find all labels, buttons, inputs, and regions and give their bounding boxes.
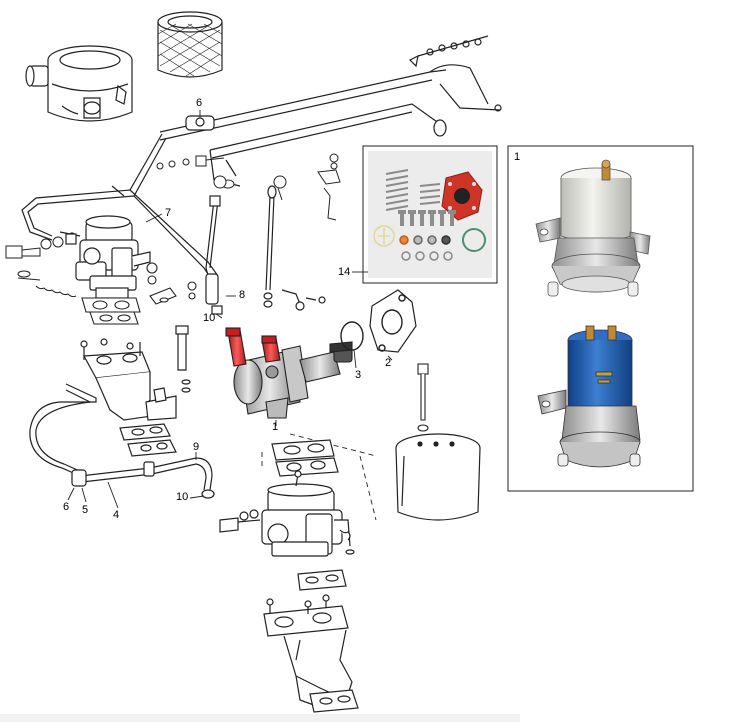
kit-valves-rings <box>373 225 486 261</box>
callout-air-filter-hose: 6 <box>196 97 203 109</box>
filter-element-icon <box>157 11 223 78</box>
fuel-line-upper <box>205 185 326 315</box>
callout-leaders <box>67 110 393 509</box>
callout-line-4: 4 <box>113 509 120 521</box>
callout-clamp-6: 6 <box>63 501 70 513</box>
repair-kit-panel <box>362 145 498 284</box>
breather-pipe <box>21 115 219 281</box>
repair-kit-icon <box>385 169 441 211</box>
callout-clip-upper: 10 <box>203 312 216 324</box>
diaphragm-icon <box>441 171 483 221</box>
electric-fuel-pump-blue-icon <box>537 325 641 468</box>
electric-pump-panel <box>507 145 694 492</box>
electric-fuel-pump-icon <box>535 159 651 297</box>
pump-seals <box>340 289 417 353</box>
callout-o-ring: 3 <box>355 369 362 381</box>
intake-manifold-left <box>80 325 191 457</box>
callout-hose-long: 9 <box>193 441 200 453</box>
lower-carburetor-icon <box>219 439 355 557</box>
callout-clamp-5: 5 <box>82 504 89 516</box>
callout-photo-panel: 1 <box>514 151 521 163</box>
fuel-pump-icon <box>225 327 353 419</box>
carburetor-icon <box>59 215 151 299</box>
carb-gaskets <box>81 262 197 325</box>
callout-fuel-pump: 1 <box>272 421 279 433</box>
intake-manifold-lower <box>263 569 359 713</box>
long-bolt <box>417 363 429 432</box>
callout-fuel-line-upper: 8 <box>239 289 246 301</box>
fuel-line-lower <box>29 383 215 499</box>
kit-screws <box>398 210 456 226</box>
callout-kit-label: 14 <box>338 266 351 278</box>
bottom-strip <box>0 714 520 722</box>
throttle-linkage <box>159 35 502 187</box>
callout-clip-lower: 10 <box>176 491 189 503</box>
air-filter-icon <box>25 45 133 122</box>
callout-breather-pipe: 7 <box>165 207 172 219</box>
callout-pump-gasket: 2 <box>385 357 392 369</box>
hardware-bolts <box>5 153 341 298</box>
oval-air-filter <box>395 433 481 521</box>
leader-lines <box>261 433 377 521</box>
